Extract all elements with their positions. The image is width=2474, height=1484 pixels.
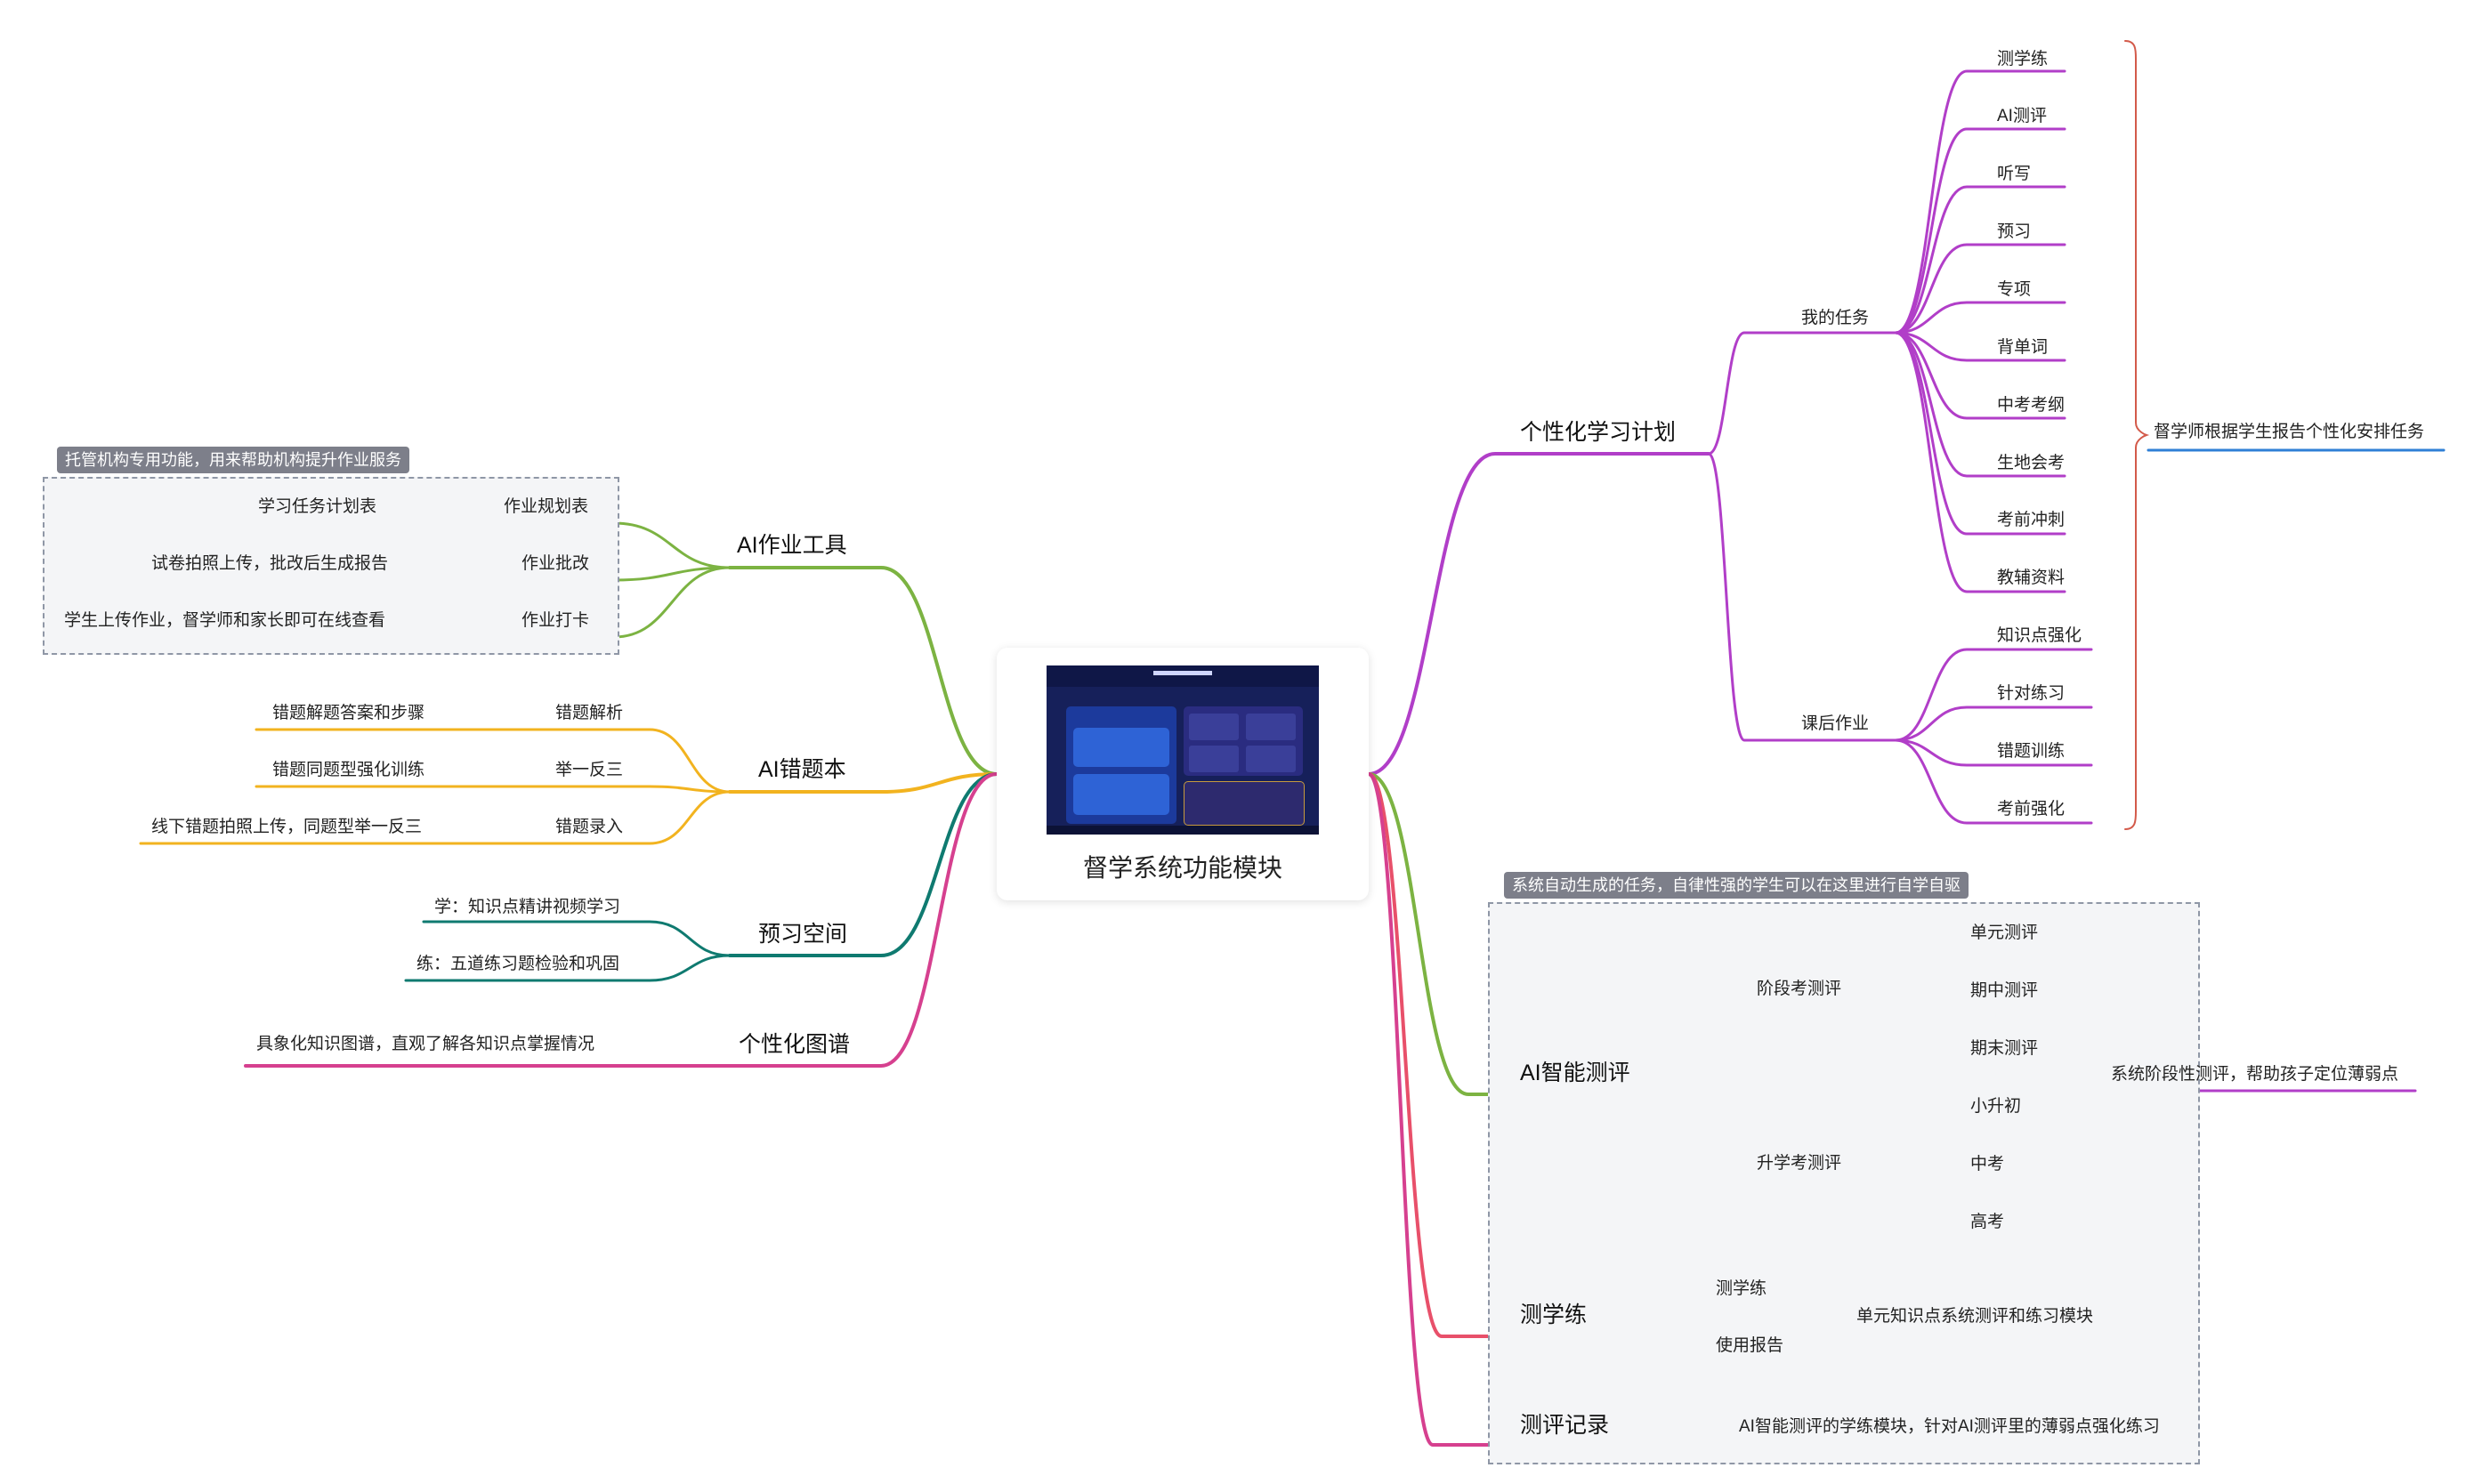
node-homework-1[interactable]: 针对练习 bbox=[1997, 684, 2066, 703]
edge-homework-item-2 bbox=[1894, 738, 2093, 767]
node-my-task-4[interactable]: 专项 bbox=[1997, 280, 2032, 299]
edge-my-tasks bbox=[1707, 331, 1897, 456]
center-node[interactable]: 督学系统功能模块 bbox=[997, 648, 1369, 900]
note-homework-checkin: 学生上传作业，督学师和家长即可在线查看 bbox=[64, 611, 386, 630]
node-my-task-9[interactable]: 教辅资料 bbox=[1997, 569, 2066, 587]
note-preview-practice: 练：五道练习题检验和巩固 bbox=[416, 955, 620, 973]
node-practice-1[interactable]: 使用报告 bbox=[1716, 1336, 1784, 1355]
edge-my-task-3 bbox=[1894, 243, 2066, 335]
edge-preview-1 bbox=[404, 954, 732, 982]
node-stage-0[interactable]: 单元测评 bbox=[1970, 923, 2039, 942]
ai-homework-group-box bbox=[43, 477, 619, 655]
node-ai-eval[interactable]: AI智能测评 bbox=[1520, 1061, 1630, 1085]
edge-ai-mistakes-2 bbox=[139, 790, 732, 845]
ai-eval-tag: 系统自动生成的任务，自律性强的学生可以在这里进行自学自驱 bbox=[1504, 872, 1969, 899]
note-ai-eval-summary: 系统阶段性测评，帮助孩子定位薄弱点 bbox=[2111, 1065, 2399, 1084]
edge-records bbox=[1367, 772, 2191, 1447]
edge-my-task-5 bbox=[1894, 331, 2066, 362]
node-ai-homework[interactable]: AI作业工具 bbox=[737, 533, 847, 558]
node-ai-mistakes[interactable]: AI错题本 bbox=[758, 757, 846, 782]
node-my-task-8[interactable]: 考前冲刺 bbox=[1997, 511, 2066, 529]
edge-ai-mistakes-1 bbox=[255, 785, 732, 794]
node-homework-grading[interactable]: 作业批改 bbox=[521, 554, 590, 573]
edge-my-task-1 bbox=[1894, 127, 2066, 335]
node-records[interactable]: 测评记录 bbox=[1520, 1413, 1610, 1438]
node-homework-2[interactable]: 错题训练 bbox=[1997, 742, 2066, 761]
node-stage-eval[interactable]: 阶段考测评 bbox=[1757, 980, 1842, 998]
edge-ai-homework-0 bbox=[52, 521, 732, 569]
node-promo-eval[interactable]: 升学考测评 bbox=[1757, 1154, 1842, 1173]
edge-my-task-2 bbox=[1894, 185, 2066, 335]
node-mistake-analogy[interactable]: 举一反三 bbox=[555, 761, 624, 779]
ai-homework-tag: 托管机构专用功能，用来帮助机构提升作业服务 bbox=[57, 447, 409, 473]
edge-plan bbox=[1367, 452, 1710, 776]
edge-preview-0 bbox=[422, 920, 732, 957]
node-my-task-2[interactable]: 听写 bbox=[1997, 165, 2032, 183]
note-preview-learn: 学：知识点精讲视频学习 bbox=[434, 898, 621, 916]
edge-my-task-7 bbox=[1894, 331, 2066, 478]
node-graph[interactable]: 个性化图谱 bbox=[739, 1032, 851, 1057]
edge-ai-mistakes bbox=[728, 772, 998, 794]
center-node-screenshot bbox=[1047, 665, 1319, 835]
node-homework[interactable]: 课后作业 bbox=[1801, 714, 1870, 733]
node-homework-checkin[interactable]: 作业打卡 bbox=[521, 611, 590, 630]
node-stage-1[interactable]: 期中测评 bbox=[1970, 981, 2039, 1000]
node-mistake-entry[interactable]: 错题录入 bbox=[555, 818, 624, 836]
edge-homework bbox=[1707, 452, 1897, 742]
edge-my-task-0 bbox=[1894, 69, 2066, 335]
edge-practice bbox=[1367, 772, 1630, 1338]
edge-ai-mistakes-0 bbox=[255, 728, 732, 794]
node-my-task-5[interactable]: 背单词 bbox=[1997, 338, 2049, 357]
node-mistake-analysis[interactable]: 错题解析 bbox=[555, 704, 624, 722]
edge-my-task-4 bbox=[1894, 301, 2066, 335]
note-plan-summary: 督学师根据学生报告个性化安排任务 bbox=[2154, 423, 2425, 441]
node-promo-0[interactable]: 小升初 bbox=[1970, 1097, 2022, 1116]
ai-eval-group-box bbox=[1488, 902, 2200, 1464]
node-preview[interactable]: 预习空间 bbox=[758, 922, 848, 947]
node-promo-2[interactable]: 高考 bbox=[1970, 1213, 2005, 1231]
edge-preview bbox=[728, 772, 998, 957]
note-graph: 具象化知识图谱，直观了解各知识点掌握情况 bbox=[256, 1035, 595, 1053]
edge-homework-item-3 bbox=[1894, 738, 2093, 825]
edge-ai-eval bbox=[1367, 772, 1684, 1096]
node-practice[interactable]: 测学练 bbox=[1520, 1303, 1588, 1327]
edge-graph bbox=[244, 772, 998, 1068]
node-homework-3[interactable]: 考前强化 bbox=[1997, 800, 2066, 819]
node-my-task-3[interactable]: 预习 bbox=[1997, 222, 2032, 241]
brace-plan bbox=[2124, 40, 2150, 830]
node-my-task-7[interactable]: 生地会考 bbox=[1997, 454, 2066, 472]
edge-ai-homework-2 bbox=[52, 566, 732, 639]
edge-homework-item-0 bbox=[1894, 648, 2093, 742]
note-practice-summary: 单元知识点系统测评和练习模块 bbox=[1856, 1307, 2094, 1326]
node-my-task-6[interactable]: 中考考纲 bbox=[1997, 396, 2066, 415]
edge-homework-item-1 bbox=[1894, 706, 2093, 742]
note-records: AI智能测评的学练模块，针对AI测评里的薄弱点强化练习 bbox=[1739, 1417, 2160, 1436]
note-mistake-entry: 线下错题拍照上传，同题型举一反三 bbox=[151, 818, 423, 836]
note-homework-grading: 试卷拍照上传，批改后生成报告 bbox=[151, 554, 389, 573]
node-my-tasks[interactable]: 我的任务 bbox=[1801, 309, 1870, 327]
node-my-task-1[interactable]: AI测评 bbox=[1997, 107, 2047, 125]
note-homework-planner: 学习任务计划表 bbox=[258, 497, 377, 516]
node-stage-2[interactable]: 期末测评 bbox=[1970, 1039, 2039, 1058]
note-mistake-analysis: 错题解题答案和步骤 bbox=[272, 704, 425, 722]
edge-my-task-6 bbox=[1894, 331, 2066, 420]
node-plan[interactable]: 个性化学习计划 bbox=[1520, 420, 1677, 445]
edge-my-task-9 bbox=[1894, 331, 2066, 593]
node-homework-0[interactable]: 知识点强化 bbox=[1997, 626, 2082, 645]
edge-ai-homework bbox=[728, 566, 998, 776]
node-practice-0[interactable]: 测学练 bbox=[1716, 1279, 1767, 1298]
node-homework-planner[interactable]: 作业规划表 bbox=[504, 497, 589, 516]
note-mistake-analogy: 错题同题型强化训练 bbox=[272, 761, 425, 779]
edge-ai-homework-1 bbox=[52, 566, 732, 582]
node-promo-1[interactable]: 中考 bbox=[1970, 1155, 2005, 1173]
center-title: 督学系统功能模块 bbox=[1082, 854, 1282, 882]
node-my-task-0[interactable]: 测学练 bbox=[1997, 50, 2049, 69]
